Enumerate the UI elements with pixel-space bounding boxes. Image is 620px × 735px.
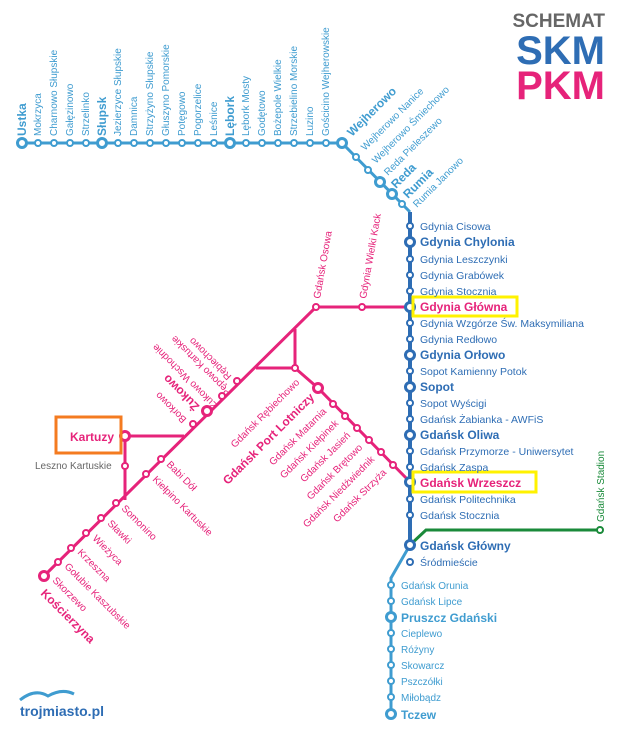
station-gdynia-cisowa: Gdynia Cisowa (420, 221, 491, 233)
highlight-kartuzy (54, 415, 123, 455)
station-kartuzy: Kartuzy (70, 430, 114, 444)
top-row-labels: Ustka Mokrzyca Charnowo Słupskie Gałęzin… (15, 27, 466, 210)
pkm-markers (38, 303, 397, 582)
header-skm: SKM (516, 29, 605, 73)
station-gdansk-osowa: Gdańsk Osowa (312, 230, 335, 300)
station-charnowo: Charnowo Słupskie (49, 49, 60, 136)
station-gdynia-leszczynki: Gdynia Leszczynki (420, 254, 508, 266)
pkm-labels: Gdańsk Osowa Gdynia Wielki Kack Rębiecho… (35, 212, 389, 647)
station-gdansk-stocznia: Gdańsk Stocznia (420, 510, 500, 522)
station-rozyny: Różyny (401, 645, 434, 656)
station-slawki: Sławki (105, 518, 133, 546)
station-gdansk-politechnika: Gdańsk Politechnika (420, 494, 516, 506)
station-wejherowo: Wejherowo (344, 84, 399, 139)
station-sopot-kamienny: Sopot Kamienny Potok (420, 366, 528, 378)
tczew-labels: Gdańsk Orunia Gdańsk Lipce Pruszcz Gdańs… (401, 581, 497, 722)
station-potegowo: Potęgowo (177, 91, 188, 136)
station-gdansk-przymorze: Gdańsk Przymorze - Uniwersytet (420, 446, 574, 458)
station-gdansk-oliwa: Gdańsk Oliwa (420, 428, 500, 442)
station-gdansk-zabianka: Gdańsk Żabianka - AWFiS (420, 413, 543, 426)
logo-wave-icon (19, 689, 75, 702)
station-gluszyno: Głuszyno Pomorskie (161, 44, 172, 136)
logo-text: trojmiasto.pl (20, 703, 104, 719)
station-strzebielino: Strzebielino Morskie (289, 46, 300, 136)
station-gdynia-wzgorze: Gdynia Wzgórze Św. Maksymiliana (420, 317, 584, 330)
station-bozepole: Bożepole Wielkie (273, 59, 284, 136)
station-pruszcz: Pruszcz Gdański (401, 611, 497, 625)
tczew-markers (385, 581, 397, 720)
line-pkm-airport (293, 329, 412, 484)
line-stadion (408, 528, 600, 547)
station-tczew: Tczew (401, 708, 437, 722)
station-goscicino: Gościcino Wejherowskie (321, 27, 332, 136)
station-gdansk-wrzeszcz: Gdańsk Wrzeszcz (420, 476, 521, 490)
header-schemat: SCHEMAT (512, 11, 605, 32)
station-galezinowo: Gałęzinowo (65, 83, 76, 136)
stadion-marker (596, 526, 604, 534)
station-gdynia-redlowo: Gdynia Redłowo (420, 334, 497, 346)
station-gdynia-wielki-kack: Gdynia Wielki Kack (358, 212, 384, 300)
station-luzino: Luzino (305, 106, 316, 136)
station-godetowo: Godętowo (257, 90, 268, 136)
station-damnica: Damnica (129, 96, 140, 136)
header-pkm: PKM (516, 64, 605, 108)
station-jezierzyce: Jezierzyce Słupskie (113, 48, 124, 136)
station-gdansk-orunia: Gdańsk Orunia (401, 581, 469, 592)
station-srodmiescie: Śródmieście (420, 556, 478, 569)
highlight-gdansk-wrzeszcz (411, 470, 538, 494)
line-ustka-wejherowo (22, 141, 412, 214)
station-mokrzyca: Mokrzyca (33, 93, 44, 136)
station-gdynia-stocznia: Gdynia Stocznia (420, 286, 497, 298)
station-skowarcz: Skowarcz (401, 661, 444, 672)
station-pszczolki: Pszczółki (401, 677, 443, 688)
station-lebork: Lębork (223, 96, 237, 136)
station-sopot-wyscigi: Sopot Wyścigi (420, 398, 486, 410)
highlight-gdynia-glowna (411, 295, 519, 318)
station-slupsk: Słupsk (95, 96, 109, 136)
station-ustka: Ustka (15, 103, 29, 136)
station-milobadz: Miłobądz (401, 693, 441, 704)
logo: trojmiasto.pl (19, 689, 104, 719)
station-gdansk-glowny: Gdańsk Główny (420, 539, 511, 553)
station-leszno: Leszno Kartuskie (35, 461, 112, 472)
station-cieplewo: Cieplewo (401, 629, 443, 640)
station-gdynia-glowna: Gdynia Główna (420, 300, 508, 314)
station-gdansk-lipce: Gdańsk Lipce (401, 597, 463, 608)
skm-labels: Gdynia Cisowa Gdynia Chylonia Gdynia Les… (420, 221, 584, 569)
station-lebork-mosty: Lębork Mosty (241, 76, 252, 136)
station-gdansk-zaspa: Gdańsk Zaspa (420, 462, 488, 474)
station-gdansk-stadion: Gdańsk Stadion (596, 451, 607, 522)
station-strzyzyno: Strzyżyno Słupskie (145, 51, 156, 136)
station-gdynia-chylonia: Gdynia Chylonia (420, 235, 515, 249)
station-pogorzelice: Pogorzelice (193, 83, 204, 136)
station-gdynia-grabowek: Gdynia Grabówek (420, 270, 505, 282)
station-sopot: Sopot (420, 380, 454, 394)
station-markers (16, 137, 406, 208)
station-gdynia-orlowo: Gdynia Orłowo (420, 348, 505, 362)
station-strzelinko: Strzelinko (81, 92, 92, 136)
station-lesnice: Leśnice (209, 101, 220, 136)
